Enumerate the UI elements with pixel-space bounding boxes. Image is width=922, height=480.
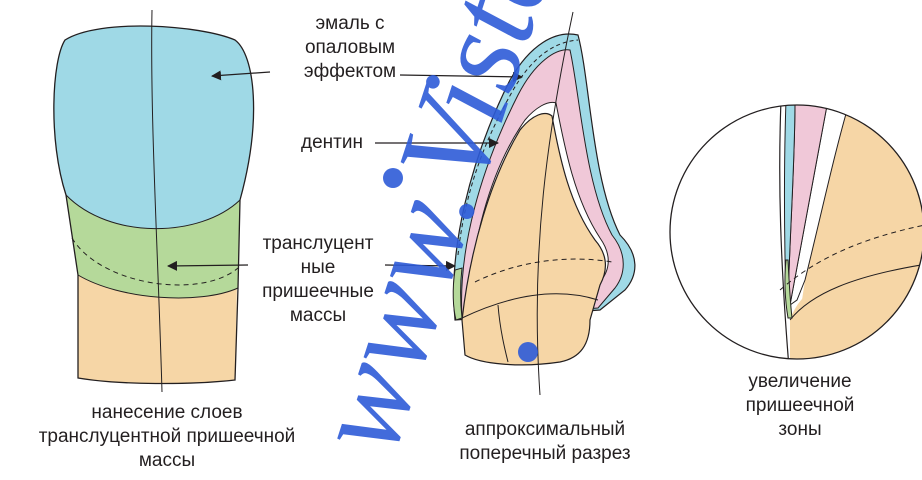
translucent-label-line: ные [248, 256, 388, 280]
translucent-label-line: пришеечные [248, 280, 388, 304]
translucent-label-line: массы [248, 304, 388, 328]
caption-right: увеличение пришеечной зоны [730, 370, 870, 442]
caption-left-line: нанесение слоев [2, 401, 332, 425]
caption-right-line: зоны [730, 418, 870, 442]
enamel-label-line: эффектом [300, 60, 400, 84]
caption-middle-line: поперечный разрез [430, 442, 660, 466]
enamel-label-line: эмаль с [300, 12, 400, 36]
magnified-cervical-zone [670, 100, 922, 380]
watermark-dot [383, 168, 403, 188]
caption-right-line: пришеечной [730, 394, 870, 418]
dentin-label-line: дентин [292, 131, 372, 155]
caption-left-line: транслуцентной пришеечной [2, 425, 332, 449]
caption-left-line: массы [2, 449, 332, 473]
caption-middle: аппроксимальный поперечный разрез [430, 418, 660, 466]
dentin-label: дентин [292, 131, 372, 155]
caption-left: нанесение слоев транслуцентной пришеечно… [2, 401, 332, 473]
enamel-incisal-layer [54, 26, 254, 229]
watermark-dot [518, 342, 538, 362]
translucent-label-line: транслуцент [248, 232, 388, 256]
caption-middle-line: аппроксимальный [430, 418, 660, 442]
enamel-label: эмаль с опаловым эффектом [300, 12, 400, 84]
translucent-label: транслуцент ные пришеечные массы [248, 232, 388, 328]
labial-view-tooth [54, 10, 254, 392]
enamel-label-line: опаловым [300, 36, 400, 60]
caption-right-line: увеличение [730, 370, 870, 394]
